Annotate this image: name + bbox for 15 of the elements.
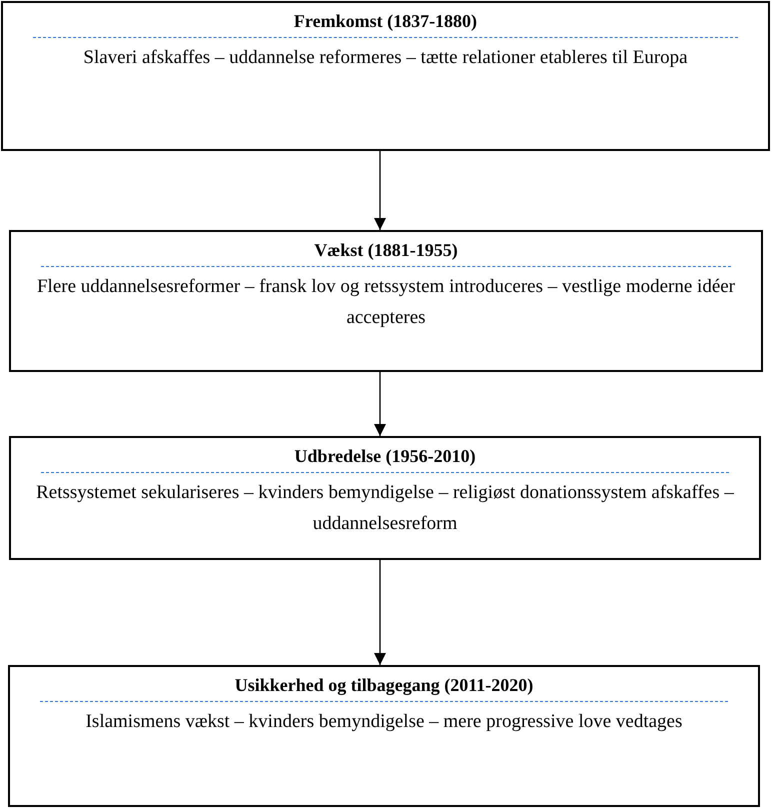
period-heading: Usikkerhed og tilbagegang (2011-2020) bbox=[234, 674, 534, 697]
arrow bbox=[374, 151, 386, 230]
period-box bbox=[8, 665, 760, 807]
period-description: Flere uddannelsesreformer – fransk lov og retssystem introduceres – vestlige moderne idéer accepteres bbox=[36, 275, 736, 330]
arrow bbox=[374, 372, 386, 436]
period-box bbox=[9, 436, 761, 560]
period-box bbox=[1, 1, 770, 151]
period-description: Islamismens vækst – kvinders bemyndigelse – mere progressive love vedtages bbox=[86, 710, 682, 734]
period-description: Slaveri afskaffes – uddannelse reformeres – tætte relationer etableres til Europa bbox=[83, 46, 688, 70]
arrow bbox=[374, 560, 386, 665]
period-box bbox=[9, 230, 763, 372]
period-heading: Udbredelse (1956-2010) bbox=[294, 445, 476, 468]
period-heading: Fremkomst (1837-1880) bbox=[294, 10, 478, 33]
period-description: Retssystemet sekulariseres – kvinders bemyndigelse – religiøst donationssystem afskaffes – uddannelsesreform bbox=[35, 481, 735, 536]
period-heading: Vækst (1881-1955) bbox=[314, 239, 458, 262]
